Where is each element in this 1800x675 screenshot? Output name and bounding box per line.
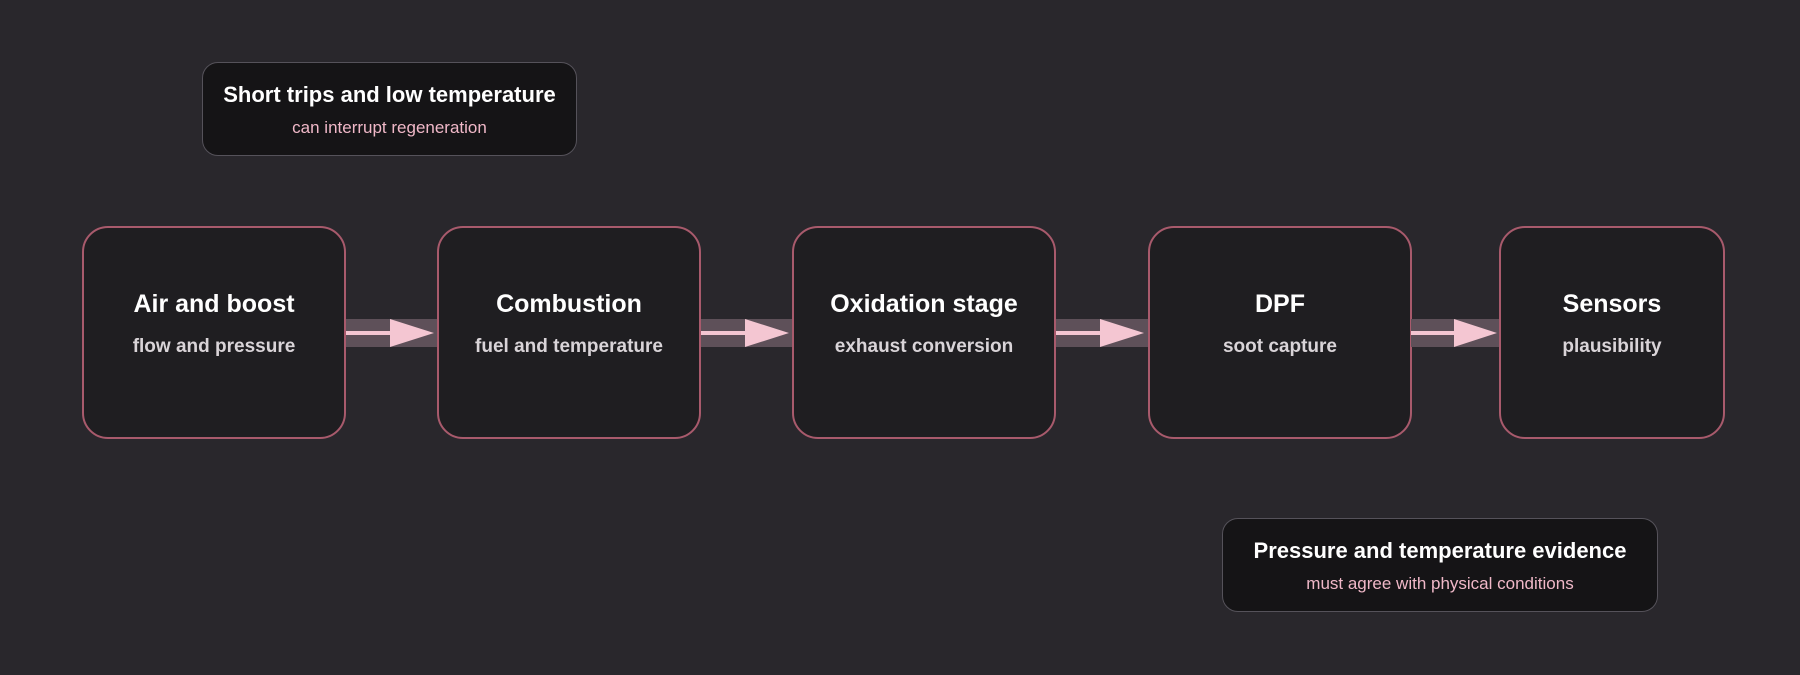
stage-subtitle: flow and pressure [132, 336, 296, 357]
stage-title: Oxidation stage [830, 290, 1018, 318]
stage-dpf: DPF soot capture [1148, 226, 1412, 439]
note-title: Pressure and temperature evidence [1253, 538, 1627, 563]
stage-title: DPF [1255, 290, 1305, 318]
stage-title: Combustion [496, 290, 642, 318]
note-subtitle: can interrupt regeneration [292, 118, 487, 137]
note-short-trips: Short trips and low temperature can inte… [202, 62, 577, 156]
note-pressure-evidence: Pressure and temperature evidence must a… [1222, 518, 1658, 612]
flow-arrow-1 [346, 318, 438, 348]
note-subtitle: must agree with physical conditions [1306, 574, 1574, 593]
stage-subtitle: soot capture [1222, 336, 1338, 357]
note-title: Short trips and low temperature [223, 82, 556, 107]
stage-oxidation: Oxidation stage exhaust conversion [792, 226, 1056, 439]
stage-title: Sensors [1562, 290, 1662, 318]
stage-subtitle: exhaust conversion [834, 336, 1014, 357]
stage-sensors: Sensors plausibility [1499, 226, 1725, 439]
stage-air-and-boost: Air and boost flow and pressure [82, 226, 346, 439]
flow-arrow-2 [701, 318, 793, 348]
flow-arrow-3 [1056, 318, 1148, 348]
stage-combustion: Combustion fuel and temperature [437, 226, 701, 439]
stage-subtitle: plausibility [1562, 336, 1662, 357]
flow-arrow-4 [1411, 318, 1500, 348]
stage-subtitle: fuel and temperature [475, 336, 663, 357]
stage-title: Air and boost [133, 290, 295, 318]
